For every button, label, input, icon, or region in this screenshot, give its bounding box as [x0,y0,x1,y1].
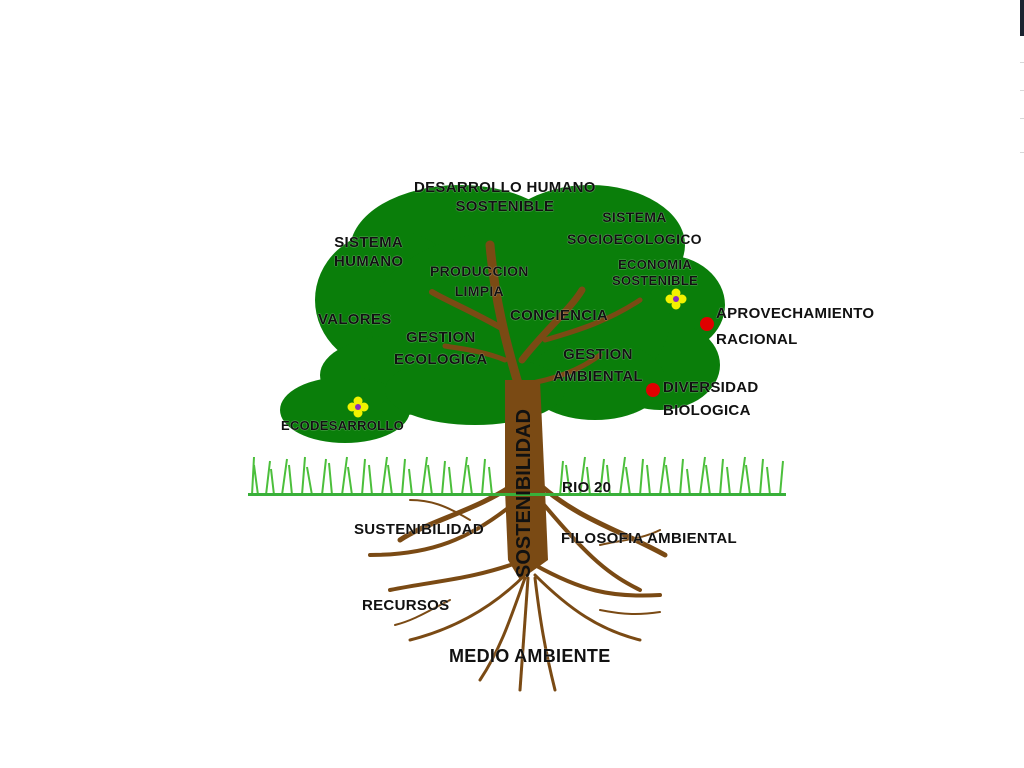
label-aprovechamiento-racional: APROVECHAMIENTO RACIONAL [716,301,874,352]
label-sistema-humano: SISTEMA HUMANO [334,234,403,272]
red-dot-marker [700,317,714,331]
label-line: DESARROLLO HUMANO [414,179,596,198]
label-gestion-ambiental: GESTION AMBIENTAL [553,344,643,388]
label-line: HUMANO [334,253,403,272]
label-line: GESTION [553,344,643,366]
label-line: DIVERSIDAD [663,377,759,400]
label-line: RACIONAL [716,327,874,353]
label-line: SOCIOECOLOGICO [567,228,702,250]
label-produccion-limpia: PRODUCCION LIMPIA [430,262,529,301]
label-line: AMBIENTAL [553,366,643,388]
label-line: SOSTENIBLE [612,273,698,289]
label-gestion-ecologica: GESTION ECOLOGICA [394,327,488,371]
label-economia-sostenible: ECONOMIA SOSTENIBLE [612,257,698,290]
label-line: LIMPIA [430,282,529,302]
label-filosofia-ambiental: FILOSOFIA AMBIENTAL [561,530,737,549]
label-sustenibilidad: SUSTENIBILIDAD [354,521,484,540]
label-valores: VALORES [318,311,392,330]
trunk-label: SOSTENIBILIDAD [513,409,535,578]
label-rio-20: RIO 20 [562,479,611,498]
label-medio-ambiente: MEDIO AMBIENTE [449,645,611,668]
label-sistema-socioecologico: SISTEMA SOCIOECOLOGICO [567,206,702,251]
label-recursos: RECURSOS [362,597,449,616]
label-line: SISTEMA [334,234,403,253]
label-line: GESTION [394,327,488,349]
label-line: SISTEMA [567,206,702,228]
label-line: PRODUCCION [430,262,529,282]
label-ecodesarrollo: ECODESARROLLO [281,418,404,434]
label-conciencia: CONCIENCIA [510,307,608,326]
label-diversidad-biologica: DIVERSIDAD BIOLOGICA [663,377,759,422]
label-line: APROVECHAMIENTO [716,301,874,327]
label-line: ECOLOGICA [394,349,488,371]
label-line: BIOLOGICA [663,400,759,423]
red-dot-marker [646,383,660,397]
label-line: ECONOMIA [612,257,698,273]
